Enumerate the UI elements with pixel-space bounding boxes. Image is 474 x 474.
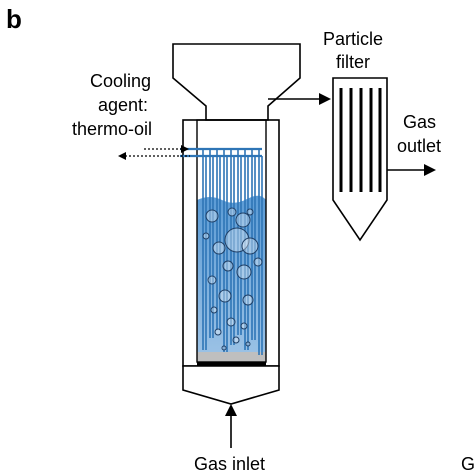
particle-filter-label-line1: Particle xyxy=(323,29,383,49)
gas-bubble xyxy=(240,322,248,330)
gas-bubble xyxy=(236,264,252,280)
gas-bubble xyxy=(222,260,234,272)
gas-bubble xyxy=(232,336,240,344)
gas-bubble xyxy=(226,317,236,327)
gas-bubble xyxy=(224,227,250,253)
cooling-tube-bundle xyxy=(180,147,263,355)
gas-bubble xyxy=(221,345,227,351)
cooling-tube xyxy=(251,149,256,340)
gas-outlet-arrowhead xyxy=(424,164,436,176)
cooling-tube xyxy=(216,149,221,330)
gas-bubble xyxy=(205,209,219,223)
panel-letter: b xyxy=(6,4,22,34)
gas-to-filter-arrowhead xyxy=(319,93,331,105)
gas-outlet-label-line2: outlet xyxy=(397,136,441,156)
gas-bubble xyxy=(253,257,263,267)
gas-inlet-label: Gas inlet xyxy=(194,454,265,474)
gas-bubbles xyxy=(202,207,263,351)
gas-bubble xyxy=(212,241,226,255)
gas-distributor-plate xyxy=(197,362,266,367)
cooling-tube xyxy=(258,149,263,355)
gas-bubble xyxy=(202,232,210,240)
sediment-layer xyxy=(197,352,266,362)
gas-bubble xyxy=(246,208,254,216)
gas-bubble xyxy=(241,237,259,255)
cooling-outlet-arrowhead xyxy=(118,152,126,160)
gas-inlet-arrowhead xyxy=(225,404,237,416)
cooling-agent-label-line2: agent: xyxy=(98,95,148,115)
gas-bubble xyxy=(214,328,222,336)
particle-filter-elements xyxy=(339,88,382,192)
gas-bubble xyxy=(210,306,218,314)
gas-bubble xyxy=(227,207,237,217)
cooling-tube xyxy=(237,149,242,335)
cooling-inlet-arrowhead xyxy=(181,145,189,153)
cooling-tube xyxy=(202,149,207,350)
gas-bubble xyxy=(207,275,217,285)
cooling-agent-label-line1: Cooling xyxy=(90,71,151,91)
funnel-top xyxy=(172,43,301,121)
gas-bubble xyxy=(235,212,251,228)
cooling-tube xyxy=(230,149,235,345)
bottom-cone xyxy=(182,365,280,405)
cooling-agent-label-line3: thermo-oil xyxy=(72,119,152,139)
gas-bubble xyxy=(218,289,232,303)
gas-outlet-label-line1: Gas xyxy=(403,112,436,132)
gas-bubble xyxy=(242,294,254,306)
gas-bubble xyxy=(245,341,251,347)
particle-filter-label-line2: filter xyxy=(336,52,370,72)
cropped-edge-text: G xyxy=(461,454,474,474)
